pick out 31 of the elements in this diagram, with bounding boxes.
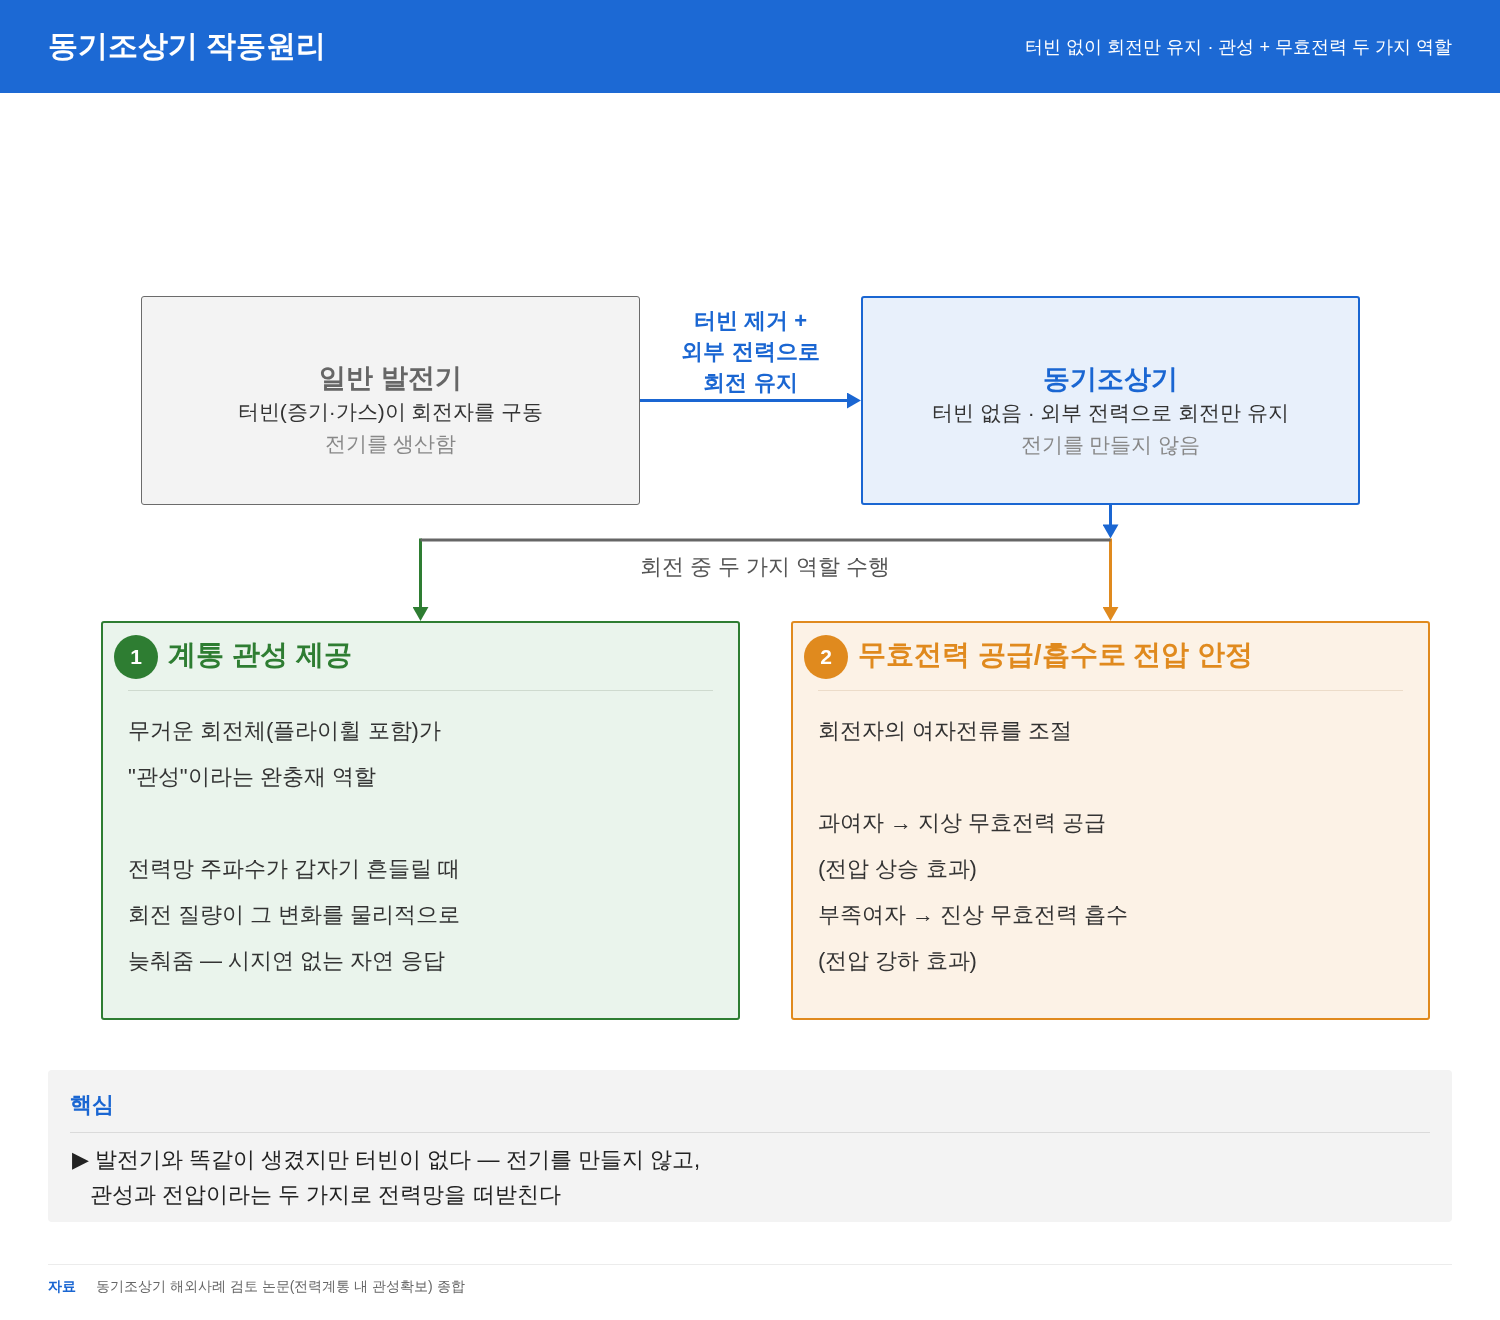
card-text: 무거운 회전체(플라이휠 포함)가 "관성"이라는 완충재 역할 bbox=[128, 717, 442, 791]
box-text: 전기를 만들지 않음 bbox=[1020, 432, 1201, 458]
arrow bbox=[413, 538, 428, 621]
box-text: 터빈(증기·가스)이 회전자를 구동 bbox=[237, 399, 544, 425]
card-text: 전력망 주파수가 갑자기 흔들릴 때 회전 질량이 그 변화를 물리적으로 늦춰줌 — 시지연 없는 자연 응답 bbox=[128, 855, 462, 975]
process-box bbox=[141, 296, 640, 505]
header-subtitle: 터빈 없이 회전만 유지 · 관성 + 무효전력 두 가지 역할 bbox=[1025, 36, 1452, 59]
source-label: 자료 bbox=[48, 1277, 76, 1296]
numbered-circle: 1 bbox=[114, 635, 158, 679]
panel-text: ▶ 발전기와 똑같이 생겼지만 터빈이 없다 — 전기를 만들지 않고, 관성과 전압이라는 두 가지로 전력망을 떠받친다 bbox=[72, 1146, 702, 1209]
card-text: 회전자의 여자전류를 조절 bbox=[818, 717, 1074, 745]
arrow bbox=[1103, 538, 1118, 621]
card-text: 과여자 → 지상 무효전력 공급 (전압 상승 효과) bbox=[818, 809, 1108, 883]
box-text: 전기를 생산함 bbox=[324, 431, 457, 457]
box-heading: 일반 발전기 bbox=[319, 362, 462, 395]
card-heading: 무효전력 공급/흡수로 전압 안정 bbox=[858, 638, 1254, 672]
box-text: 터빈 없음 · 외부 전력으로 회전만 유지 bbox=[932, 400, 1289, 426]
card-heading: 계통 관성 제공 bbox=[168, 638, 352, 672]
role-card bbox=[791, 621, 1430, 1020]
page-title: 동기조상기 작동원리 bbox=[48, 28, 327, 64]
numbered-circle: 2 bbox=[804, 635, 848, 679]
box-heading: 동기조상기 bbox=[1043, 363, 1178, 396]
process-box bbox=[861, 296, 1360, 505]
panel-heading: 핵심 bbox=[70, 1091, 114, 1119]
source-text: 동기조상기 해외사례 검토 논문(전력계통 내 관성확보) 종합 bbox=[96, 1277, 465, 1296]
role-card bbox=[101, 621, 740, 1020]
arrow bbox=[640, 393, 861, 408]
summary-panel bbox=[48, 1070, 1452, 1222]
arrow bbox=[420, 505, 1118, 542]
card-text: 부족여자 → 진상 무효전력 흡수 (전압 강하 효과) bbox=[818, 901, 1130, 975]
connector-label: 회전 중 두 가지 역할 수행 bbox=[639, 553, 891, 581]
